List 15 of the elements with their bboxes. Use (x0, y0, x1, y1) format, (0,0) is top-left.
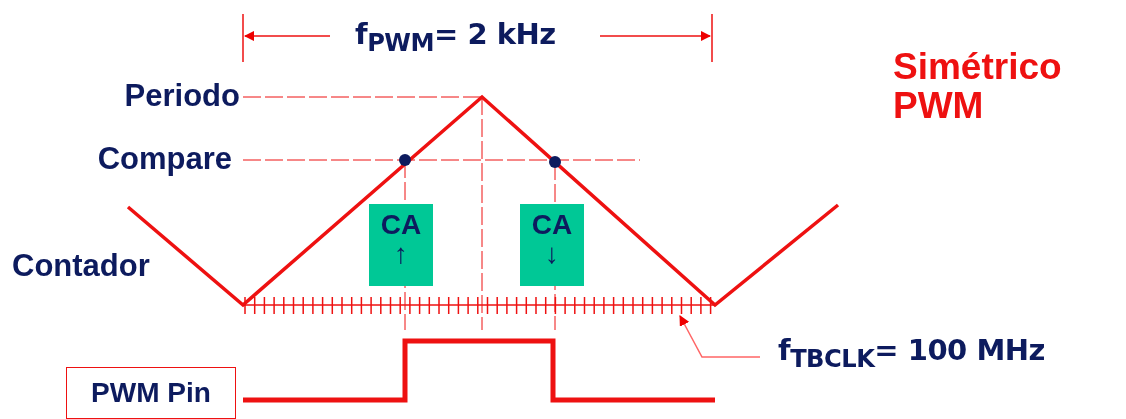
axis-label: Compare (97, 143, 232, 174)
frequency-label: f$_{PWM}$= 2 kHz (355, 20, 556, 55)
direction-arrow: ↑ (393, 239, 409, 269)
event-box (369, 204, 433, 286)
frequency-label: f$_{TBCLK}$= 100 MHz (778, 335, 1078, 375)
signal-box: PWM Pin (66, 367, 236, 419)
tick-scale (242, 296, 716, 315)
event-text: CA (530, 210, 574, 240)
event-box (520, 204, 584, 286)
direction-arrow: ↓ (544, 239, 560, 269)
axis-label: Contador (12, 250, 150, 281)
event-text: CA (379, 210, 423, 240)
mode-title: Simétrico PWM (893, 48, 1063, 126)
axis-label: Periodo (124, 80, 240, 111)
leader-line (679, 315, 761, 358)
